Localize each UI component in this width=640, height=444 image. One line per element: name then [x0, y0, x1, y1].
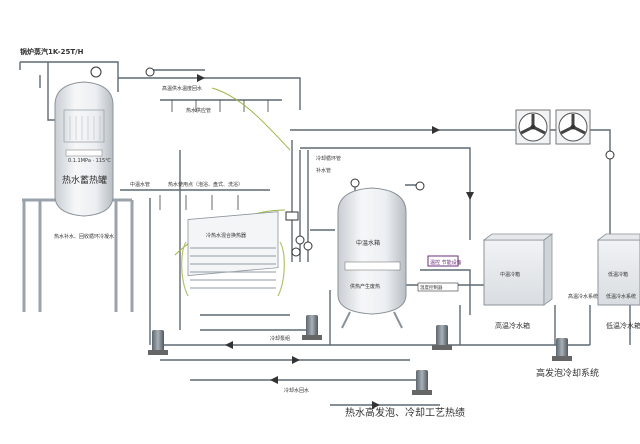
mid-water-tank	[337, 187, 407, 329]
cooling-loop-label: 冷却循环管	[316, 155, 341, 162]
pipe-network	[19, 61, 631, 406]
valve-icon	[605, 150, 615, 160]
hot-water-supply-label: 热水供应管	[186, 107, 211, 114]
valves	[90, 66, 615, 257]
hot-water-storage-tank	[54, 81, 114, 217]
level-gauge-frame	[417, 282, 459, 292]
pump-icon	[412, 370, 432, 395]
valve-icon	[295, 235, 305, 245]
boiler-steam-label: 锅炉蒸汽1K-25T/H	[19, 47, 84, 56]
mid-water-tank-label: 中温水箱	[356, 239, 380, 247]
high-foam-cooling-system-label: 高发泡冷却系统	[536, 367, 599, 379]
valve-icon	[350, 178, 360, 188]
mid-water-pipe-label: 中温水管	[130, 181, 150, 188]
flow-arrows	[197, 74, 474, 409]
hot-water-tank-label: 热水蓄热罐	[62, 174, 107, 186]
pump-group-label: 冷却泵组	[270, 335, 290, 342]
hot-water-tank-temp: 0.1.1MPa · 115℃	[68, 158, 111, 164]
cooling-fans	[515, 109, 591, 145]
top-right-header	[290, 129, 611, 150]
control-panel-frame	[427, 255, 459, 267]
coil-heat-exchanger	[181, 211, 285, 297]
fan-right-icon	[555, 109, 591, 145]
low-temp-tank-inner-label: 低温冷箱	[608, 271, 628, 278]
mid-water-tank-note: 供热产生废热	[350, 283, 380, 290]
mixing-heat-exchanger-label: 冷热水混合换热器	[206, 232, 246, 239]
high-temp-tank-inner-label: 中温冷箱	[500, 271, 520, 278]
water-makeup-label: 补水管	[316, 167, 331, 174]
valve-icon	[303, 241, 313, 251]
pump-icon	[148, 330, 168, 355]
diagram-title: 热水高发泡、冷却工艺热绩	[345, 406, 465, 419]
level-gauge-label: 温度控制器	[420, 284, 443, 291]
steam-feed-pipe	[20, 61, 119, 92]
pump-icon	[432, 325, 452, 350]
hot-supply-line	[118, 77, 301, 110]
pressure-gauge-icon	[90, 66, 102, 78]
pumps	[148, 315, 572, 395]
hot-makeup-label: 热水补水、回收循环冷凝水	[54, 233, 114, 240]
valve-icon	[285, 211, 299, 221]
pump-icon	[302, 315, 322, 340]
pump-icon	[552, 338, 572, 361]
text-labels: 锅炉蒸汽1K-25T/H 热水蓄热罐 0.1.1MPa · 115℃ 中温水箱 …	[19, 47, 640, 419]
hot-water-users-label: 热水使用点（泡浴、盘式、洗浴）	[168, 181, 243, 188]
control-panel-label: 温控 节能设备	[430, 259, 462, 266]
high-temp-cold-tank	[482, 233, 554, 306]
low-temp-cold-tank	[596, 233, 640, 306]
valve-icon	[145, 67, 155, 77]
cold-return-label: 冷却水回水	[284, 387, 309, 394]
high-temp-tank-label: 高温冷水箱	[495, 321, 530, 330]
high-temp-system-label: 高温冷水系统	[568, 293, 598, 300]
fan-left-icon	[515, 109, 551, 145]
low-temp-tank-label: 低温冷水箱	[606, 321, 640, 330]
high-temp-return-label: 高温供水温度回水	[162, 85, 202, 92]
low-temp-system-label: 低温冷水系统	[606, 293, 636, 300]
valve-icon	[415, 181, 425, 191]
valve-icon	[291, 247, 301, 257]
